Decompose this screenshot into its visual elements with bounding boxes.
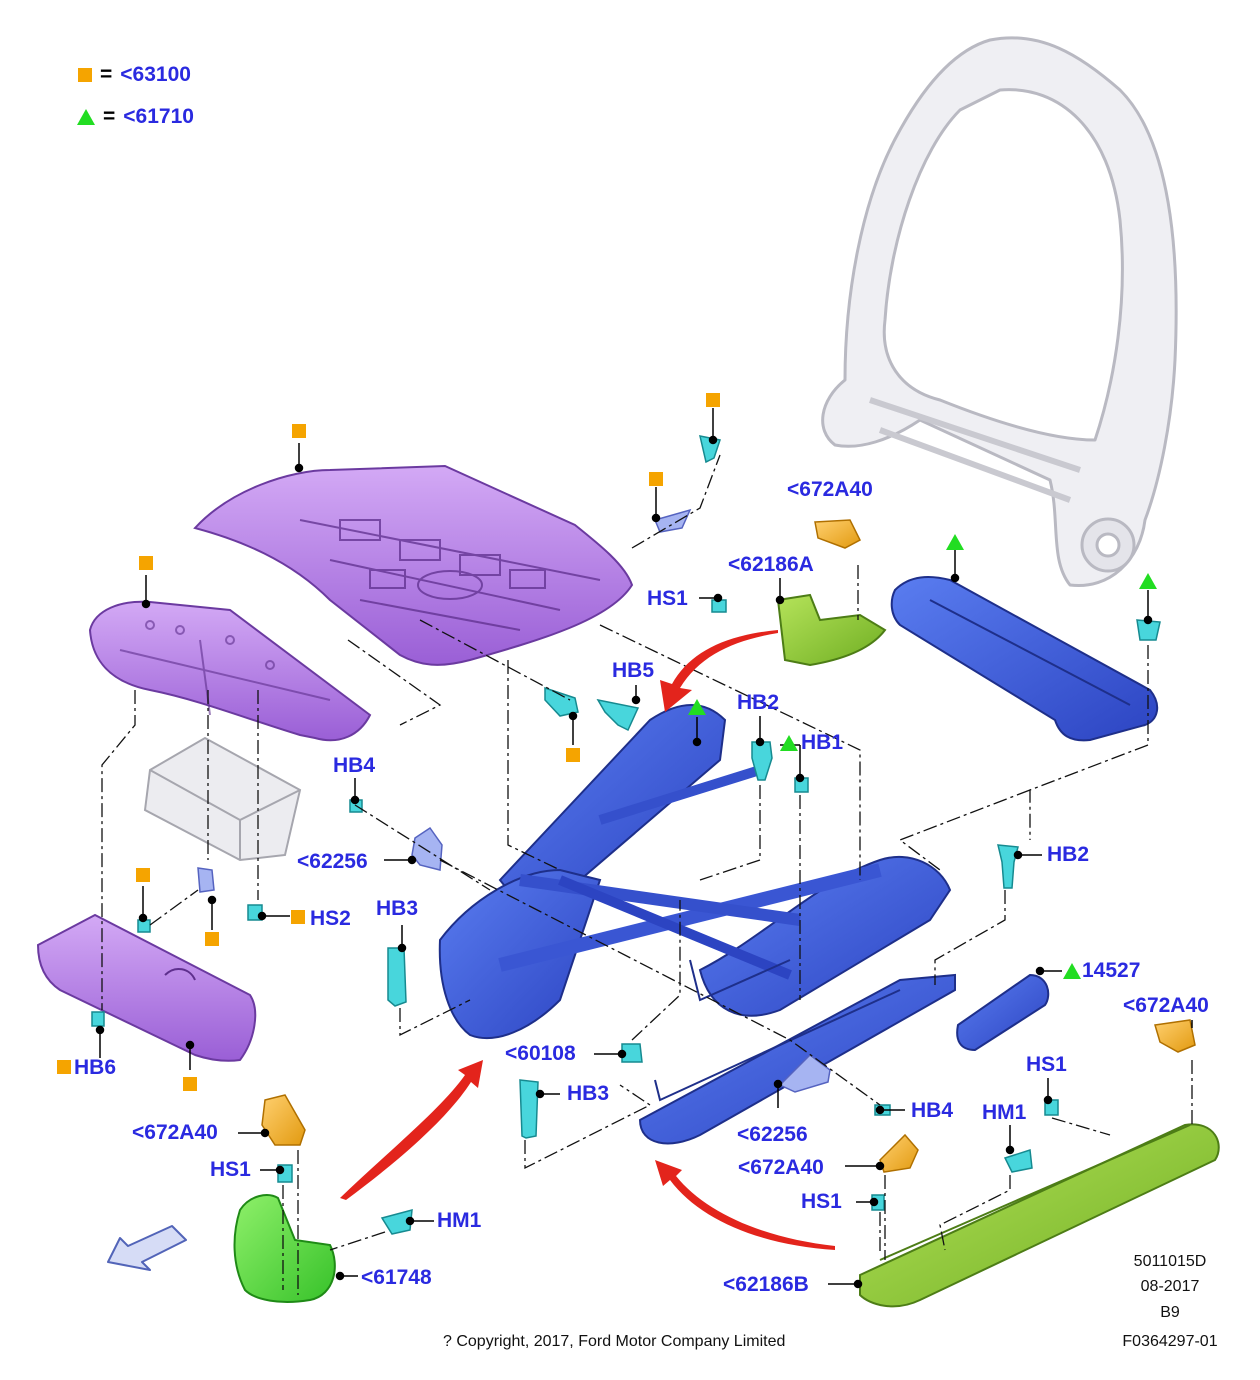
legend-equals: = (100, 63, 113, 86)
diagram-date: 08-2017 (1140, 1278, 1200, 1295)
callout-hs1-top: HS1 (647, 587, 688, 610)
seat-cushion-pan (193, 464, 634, 666)
motor (956, 973, 1050, 1052)
callout-61748: <61748 (361, 1266, 432, 1289)
triangle-marker-icon (77, 109, 95, 125)
callout-62256-left: <62256 (297, 850, 368, 873)
callout-62186b: <62186B (723, 1273, 809, 1296)
callout-hb2-top: HB2 (737, 691, 780, 714)
callout-hs2: HS2 (310, 907, 351, 930)
callout-hb4-left: HB4 (333, 754, 376, 777)
callout-hb1: HB1 (801, 731, 844, 754)
front-trim-panel (36, 913, 257, 1062)
square-marker-icon (291, 910, 305, 924)
diagram-revision: B9 (1160, 1304, 1180, 1321)
seat-track-frame (438, 704, 956, 1145)
callout-60108: <60108 (505, 1042, 576, 1065)
legend-row-square: = <63100 (78, 63, 191, 87)
triangle-marker-icon (780, 735, 798, 751)
square-marker-icon (136, 868, 150, 882)
callout-hb5: HB5 (612, 659, 655, 682)
square-marker-icon (183, 1077, 197, 1091)
square-marker-icon (205, 932, 219, 946)
callout-62186a: <62186A (728, 553, 814, 576)
square-marker-icon (139, 556, 153, 570)
triangle-marker-icon (1063, 963, 1081, 979)
callout-hs1-left: HS1 (210, 1158, 251, 1181)
callout-672a40-left: <672A40 (132, 1121, 218, 1144)
square-marker-icon (292, 424, 306, 438)
control-module (143, 736, 302, 862)
legend-code: <63100 (120, 63, 191, 86)
triangle-marker-icon (946, 534, 964, 550)
diagram-code: 5011015D (1133, 1253, 1207, 1270)
callout-hb3-mid: HB3 (567, 1082, 610, 1105)
side-shield-outer (859, 1123, 1220, 1308)
upper-side-rail (890, 576, 1159, 742)
callout-hm1-right: HM1 (982, 1101, 1027, 1124)
square-marker-icon (57, 1060, 71, 1074)
callout-hs1-right: HS1 (1026, 1053, 1067, 1076)
diagram-file-id: F0364297-01 (1122, 1333, 1218, 1350)
forward-direction-arrow (107, 1225, 187, 1271)
callout-14527: 14527 (1082, 959, 1141, 982)
triangle-marker-icon (1139, 573, 1157, 589)
callout-672a40-right: <672A40 (1123, 994, 1209, 1017)
callout-hs1-mid: HS1 (801, 1190, 842, 1213)
cushion-extension (88, 600, 372, 742)
copyright-notice: ? Copyright, 2017, Ford Motor Company Li… (443, 1333, 786, 1350)
callout-hb6: HB6 (74, 1056, 117, 1079)
legend-code: <61710 (123, 105, 194, 128)
callout-672a40-top: <672A40 (787, 478, 873, 501)
callout-hb2-right: HB2 (1047, 843, 1090, 866)
seat-back-frame (821, 36, 1178, 588)
callout-672a40-mid: <672A40 (738, 1156, 824, 1179)
assembly-leader-lines (101, 454, 1193, 1295)
clip-parts (261, 519, 1196, 1173)
triangle-marker-icon (688, 699, 706, 715)
callout-leaders (95, 408, 1193, 1289)
square-marker-icon (649, 472, 663, 486)
square-marker-icon (78, 68, 92, 82)
square-marker-icon (706, 393, 720, 407)
legend-row-triangle: = <61710 (77, 105, 194, 129)
hinge-brackets (197, 508, 831, 1093)
recliner-cover-inner (776, 593, 887, 667)
square-marker-icon (566, 748, 580, 762)
legend-equals: = (103, 105, 116, 128)
callout-hb3-left: HB3 (376, 897, 419, 920)
side-shield-inner (233, 1194, 336, 1303)
callout-hb4-right: HB4 (911, 1099, 954, 1122)
callout-hm1-left: HM1 (437, 1209, 482, 1232)
motion-arrows (340, 630, 835, 1250)
callout-62256-bottom: <62256 (737, 1123, 808, 1146)
